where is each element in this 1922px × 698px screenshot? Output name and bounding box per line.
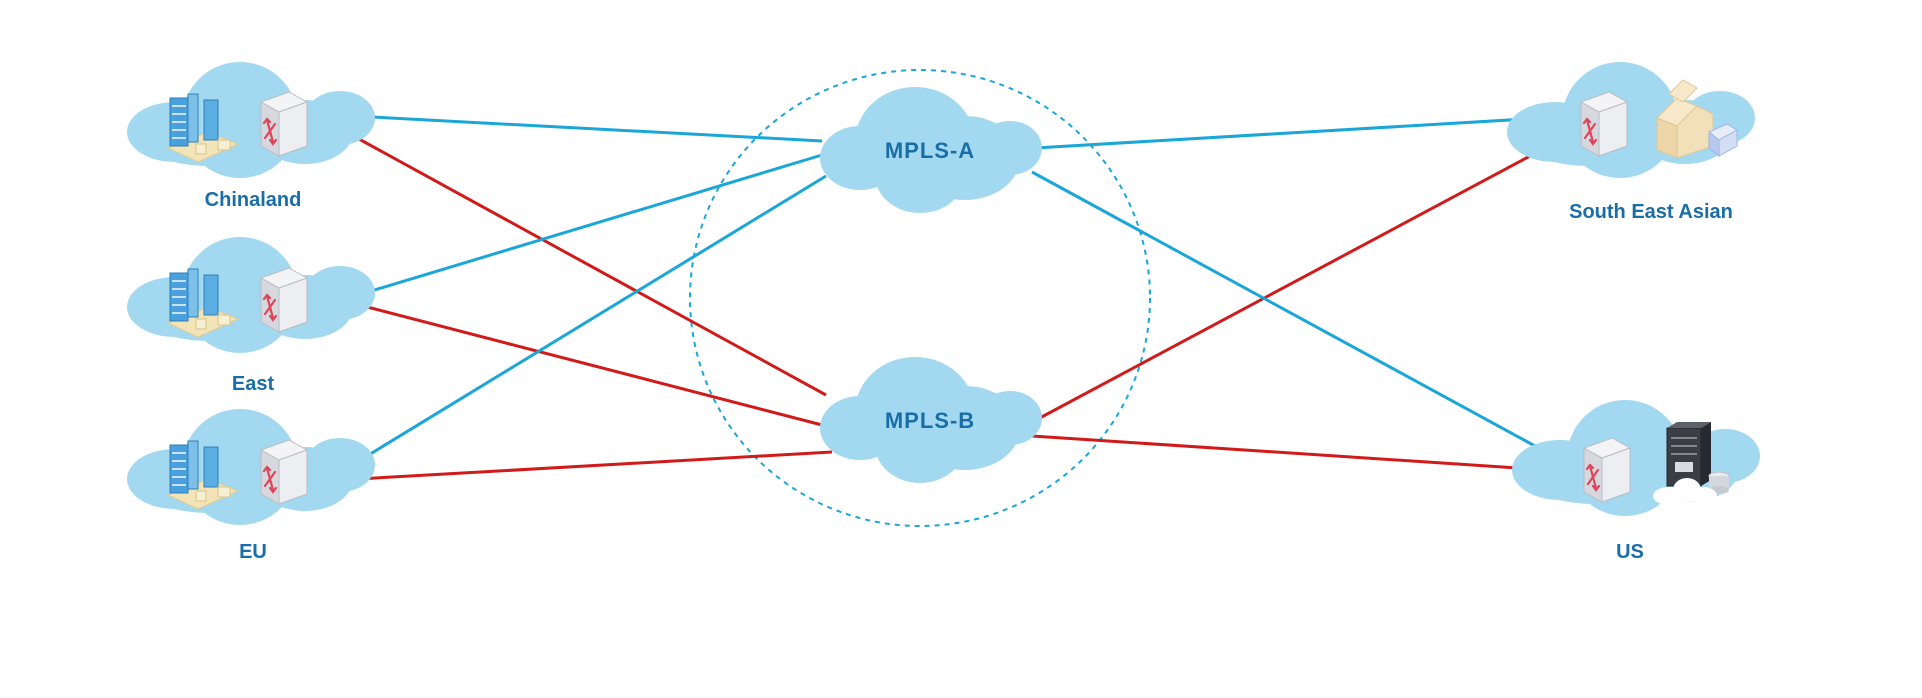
router-icon [1579, 90, 1629, 158]
links-layer [339, 114, 1549, 482]
site-label-east: East [232, 373, 275, 395]
site-label-sea: South East Asian [1569, 201, 1733, 223]
site-label-chinaland: Chinaland [205, 189, 302, 211]
mpls-b-cloud[interactable]: MPLS-B [820, 357, 1042, 483]
mpls-b-label: MPLS-B [885, 408, 975, 433]
link-sea-mpls-b [1035, 146, 1546, 422]
site-east[interactable]: East [127, 237, 375, 395]
router-icon [1582, 436, 1632, 504]
site-south-east-asian[interactable]: South East Asian [1507, 62, 1755, 223]
link-east-mpls-a [347, 153, 823, 300]
router-icon [259, 90, 309, 158]
mpls-core-boundary [689, 69, 1151, 527]
site-eu[interactable]: EU [127, 409, 375, 563]
link-sea-mpls-a [1034, 116, 1544, 150]
link-eu-mpls-a [343, 174, 827, 472]
site-us[interactable]: US [1512, 400, 1760, 563]
link-us-mpls-b [1031, 434, 1549, 472]
link-east-mpls-b [347, 300, 823, 427]
link-chinaland-mpls-a [352, 114, 823, 143]
site-chinaland[interactable]: Chinaland [127, 62, 375, 211]
link-eu-mpls-b [339, 450, 833, 482]
mpls-a-label: MPLS-A [885, 138, 975, 163]
site-label-us: US [1616, 541, 1644, 563]
mpls-a-cloud[interactable]: MPLS-A [820, 87, 1042, 213]
router-icon [259, 438, 309, 506]
site-label-eu: EU [239, 541, 267, 563]
router-icon [259, 266, 309, 334]
link-us-mpls-a [1031, 170, 1547, 454]
link-chinaland-mpls-b [347, 131, 827, 397]
